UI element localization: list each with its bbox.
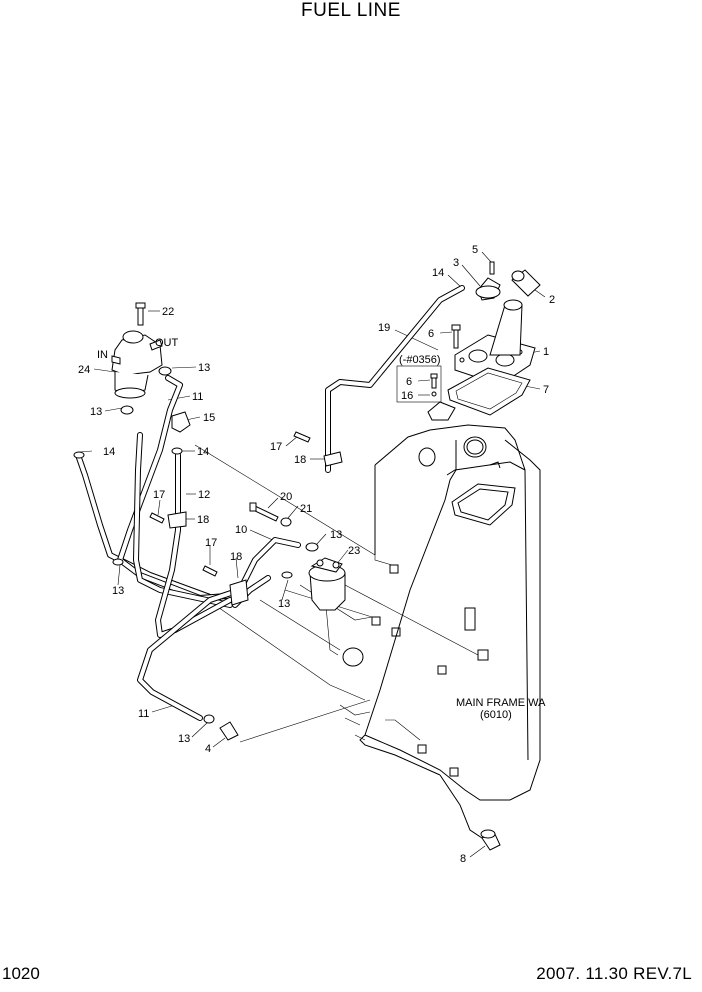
callout-19: 19 — [378, 322, 390, 334]
page-title: FUEL LINE — [301, 0, 401, 21]
callout-13a: 13 — [198, 362, 210, 374]
callout-13f: 13 — [178, 733, 190, 745]
callout-13b: 13 — [90, 406, 102, 418]
callout-1: 1 — [543, 346, 549, 358]
callout-17b: 17 — [153, 489, 165, 501]
callout-13d: 13 — [278, 598, 290, 610]
callout-2: 2 — [549, 294, 555, 306]
callout-17c: 17 — [205, 537, 217, 549]
callout-14c: 14 — [103, 446, 115, 458]
callout-11b: 11 — [138, 708, 149, 720]
fuel-filter-24 — [111, 302, 163, 399]
callout-16: 16 — [401, 390, 413, 402]
callout-14b: 14 — [197, 446, 209, 458]
callout-7: 7 — [543, 384, 549, 396]
callout-5: 5 — [472, 244, 478, 256]
water-separator-23 — [308, 557, 346, 611]
callout-22: 22 — [162, 306, 174, 318]
callout-13e: 13 — [112, 585, 124, 597]
callout-18c: 18 — [230, 551, 242, 563]
main-frame — [214, 424, 541, 843]
revision-label: 2007. 11.30 REV.7L — [536, 964, 692, 983]
callout-14: 14 — [432, 267, 444, 279]
callout-labels: 5 3 14 2 19 6 1 7 6 16 17 18 22 24 13 11… — [78, 244, 555, 865]
callout-10: 10 — [235, 524, 247, 536]
hoses — [75, 285, 465, 721]
port-in-label: IN — [97, 349, 108, 361]
callout-4: 4 — [205, 743, 211, 755]
callout-18: 18 — [294, 454, 306, 466]
callout-24: 24 — [78, 364, 90, 376]
callout-20: 20 — [280, 491, 292, 503]
callout-18b: 18 — [197, 514, 209, 526]
callout-12: 12 — [198, 489, 210, 501]
leader-lines — [79, 251, 546, 858]
page-number: 1020 — [2, 964, 40, 983]
callout-17: 17 — [270, 441, 282, 453]
callout-13c: 13 — [330, 529, 342, 541]
serial-note: (-#0356) — [399, 354, 441, 366]
callout-6: 6 — [428, 328, 434, 340]
callout-6b: 6 — [406, 376, 412, 388]
callout-21: 21 — [300, 503, 312, 515]
clamps-and-fittings — [73, 366, 501, 851]
callout-3: 3 — [453, 257, 459, 269]
callout-15: 15 — [203, 412, 215, 424]
callout-23: 23 — [348, 545, 360, 557]
filler-neck-assembly — [396, 261, 541, 421]
callout-8: 8 — [460, 853, 466, 865]
frame-label: MAIN FRAME WA — [456, 697, 546, 709]
callout-11a: 11 — [192, 391, 203, 403]
port-out-label: OUT — [155, 337, 179, 349]
frame-label-code: (6010) — [480, 709, 512, 721]
